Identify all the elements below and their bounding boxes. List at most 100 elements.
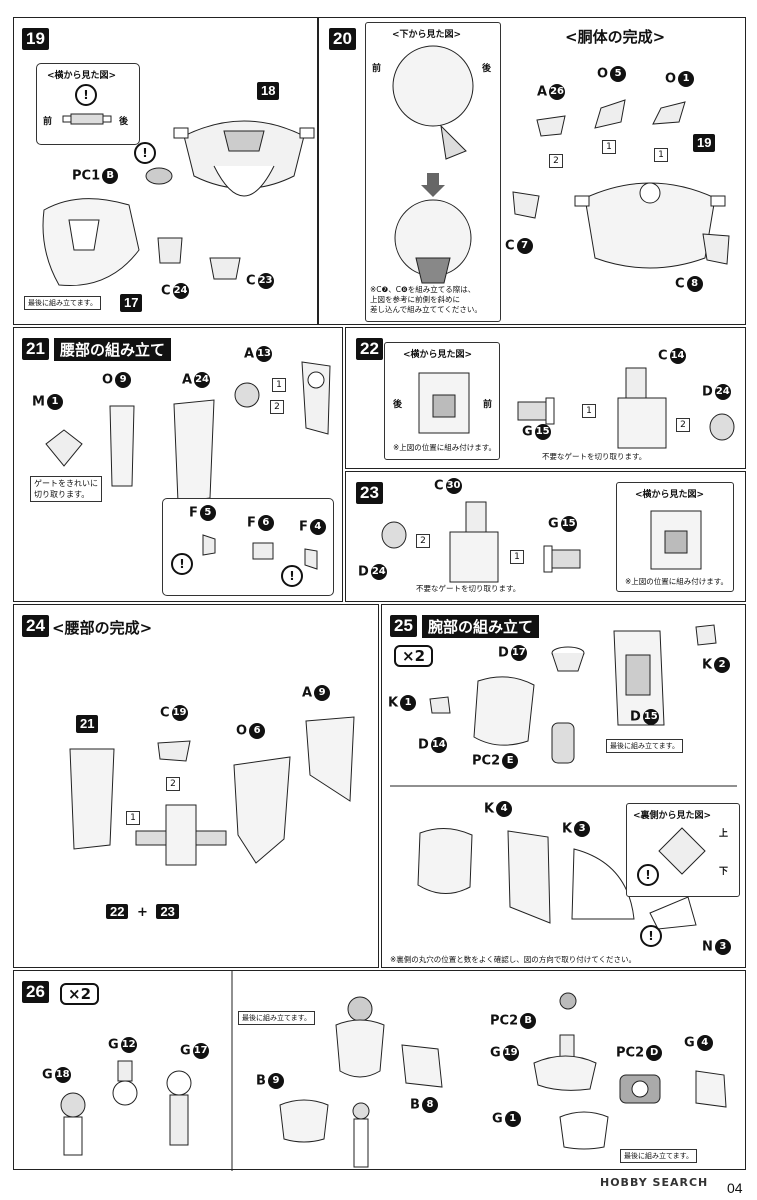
front-label: 前 xyxy=(483,400,493,410)
sequence-marker-2: 2 xyxy=(676,418,690,432)
step-title: 腰部の組み立て xyxy=(54,338,172,361)
part-f5-illustration xyxy=(202,534,216,556)
part-d17-illustration xyxy=(551,646,585,672)
part-o5-illustration xyxy=(594,99,626,129)
part-f6-illustration xyxy=(252,542,274,560)
part-k2-illustration xyxy=(695,624,717,646)
part-b9-illustration xyxy=(279,1099,329,1143)
watermark: HOBBY SEARCH xyxy=(600,1176,709,1189)
center-frame-line xyxy=(231,971,233,1171)
back-label: 後 xyxy=(393,400,403,410)
bottom-view-bottom-illustration xyxy=(394,199,472,284)
front-label: 前 xyxy=(372,64,382,74)
gate-trim-note: 不要なゲートを切り取ります。 xyxy=(416,584,521,593)
shaft-illustration xyxy=(62,113,112,125)
down-arrow-icon xyxy=(421,173,445,197)
part-g15-illustration xyxy=(543,545,581,573)
side-view-inset: <横から見た図> ! 前 後 xyxy=(36,63,140,145)
torso-core-illustration xyxy=(173,120,315,197)
last-assembly-note: 最後に組み立てます。 xyxy=(606,739,683,753)
part-o6-illustration xyxy=(233,756,291,864)
back-label: 後 xyxy=(119,117,129,127)
part-c24-illustration xyxy=(157,237,183,264)
multiplier-badge: ×2 xyxy=(60,983,100,1005)
step-number: 24 xyxy=(22,615,49,637)
part-pc2b-illustration xyxy=(559,992,577,1010)
back-view-illustration xyxy=(658,827,706,875)
part-c8-illustration xyxy=(702,233,730,265)
connector-part-illustration xyxy=(234,382,260,408)
step-20-panel: 20 <下から見た図> 前 後 ※C❼、C❽を組み立てる際は、 上図を参考に前側… xyxy=(318,17,746,325)
part-c7-illustration xyxy=(512,191,540,219)
part-c14-illustration xyxy=(617,367,667,449)
bottom-view-top-illustration xyxy=(392,45,474,160)
part-a24-illustration xyxy=(173,399,215,503)
side-view-inset: <横から見た図> ※上図の位置に組み付けます。 xyxy=(616,482,734,592)
step-number: 26 xyxy=(22,981,49,1003)
part-k3-illustration xyxy=(571,848,635,920)
inset-note: ※上図の位置に組み付けます。 xyxy=(393,443,497,452)
waist-joint-illustration xyxy=(135,804,227,866)
plus-sign: + xyxy=(137,905,148,920)
step-number: 20 xyxy=(329,28,356,50)
part-o1-illustration xyxy=(652,101,686,125)
down-label: 下 xyxy=(719,867,729,877)
caution-icon: ! xyxy=(75,84,97,106)
back-view-inset: <裏側から見た図> 上 下 ! xyxy=(626,803,740,897)
page-number: 04 xyxy=(727,1180,743,1196)
caution-icon: ! xyxy=(637,864,659,886)
multiplier-badge: ×2 xyxy=(394,645,434,667)
inset-title: <横から見た図> xyxy=(403,350,473,360)
sequence-marker-2: 2 xyxy=(270,400,284,414)
part-k1-illustration xyxy=(429,696,451,714)
part-f4-illustration xyxy=(304,548,318,570)
step-title: 腕部の組み立て xyxy=(422,615,540,638)
sequence-marker-1: 1 xyxy=(654,148,668,162)
step-title: <胴体の完成> xyxy=(565,28,666,46)
front-armor-illustration xyxy=(42,198,140,287)
sequence-marker-1: 1 xyxy=(126,811,140,825)
part-m1-illustration xyxy=(45,429,83,467)
side-view-illustration xyxy=(418,372,470,434)
part-k4-illustration xyxy=(507,830,551,924)
sequence-marker-2: 2 xyxy=(549,154,563,168)
last-assembly-note: 最後に組み立てます。 xyxy=(238,1011,315,1025)
inset-title: <横から見た図> xyxy=(47,71,117,81)
step-number: 23 xyxy=(356,482,383,504)
side-view-illustration xyxy=(650,510,702,570)
part-d24-illustration xyxy=(709,413,735,441)
inset-title: <下から見た図> xyxy=(392,30,462,40)
caution-icon: ! xyxy=(281,565,303,587)
